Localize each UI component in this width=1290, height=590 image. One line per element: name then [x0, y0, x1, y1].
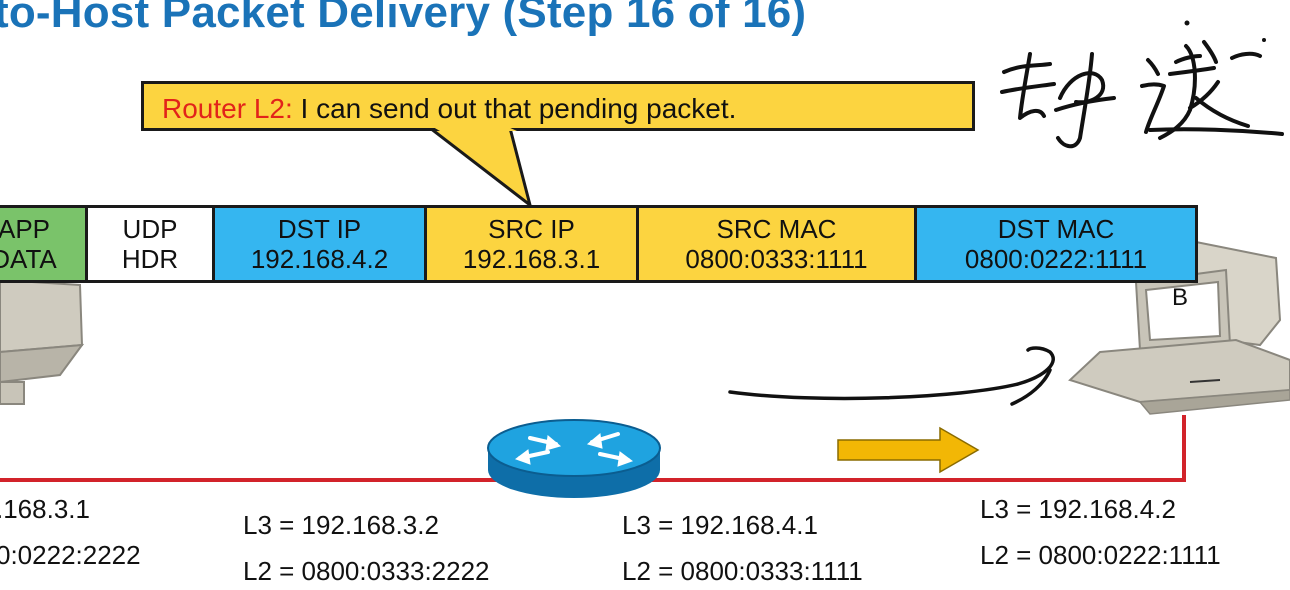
- field-name: DST MAC: [997, 214, 1115, 244]
- field-name: SRC MAC: [716, 214, 837, 244]
- packet-header-bar: APP DATA UDP HDR DST IP 192.168.4.2 SRC …: [0, 205, 1198, 283]
- host-b-label: B: [1172, 284, 1189, 311]
- field-value: 0800:0222:1111: [964, 244, 1148, 274]
- packet-field-dst-mac: DST MAC 0800:0222:1111: [917, 208, 1195, 280]
- speech-callout: Router L2: I can send out that pending p…: [141, 81, 975, 131]
- host-a-l3-address: .168.3.1: [0, 494, 90, 524]
- field-value: HDR: [121, 244, 179, 274]
- field-name: DST IP: [277, 214, 362, 244]
- host-b-l3-address: L3 = 192.168.4.2: [980, 494, 1176, 524]
- router-right-l3-address: L3 = 192.168.4.1: [622, 510, 818, 540]
- callout-message: I can send out that pending packet.: [300, 93, 737, 124]
- field-name: APP: [0, 214, 51, 244]
- field-value: 192.168.4.2: [250, 244, 389, 274]
- field-name: UDP: [122, 214, 178, 244]
- network-link: [0, 415, 1186, 482]
- packet-field-dst-ip: DST IP 192.168.4.2: [215, 208, 427, 280]
- page-title: to-Host Packet Delivery (Step 16 of 16): [0, 0, 807, 37]
- host-a-computer: [0, 278, 85, 405]
- packet-field-app-data: APP DATA: [0, 208, 88, 280]
- host-b-l2-address: L2 = 0800:0222:1111: [980, 540, 1221, 570]
- callout-speaker: Router L2:: [162, 93, 293, 124]
- packet-field-udp-hdr: UDP HDR: [88, 208, 215, 280]
- packet-field-src-mac: SRC MAC 0800:0333:1111: [639, 208, 917, 280]
- host-a-l2-address: 0:0222:2222: [0, 540, 141, 570]
- router-left-l3-address: L3 = 192.168.3.2: [243, 510, 439, 540]
- handwritten-stroke: [728, 346, 1055, 406]
- packet-field-src-ip: SRC IP 192.168.3.1: [427, 208, 639, 280]
- direction-arrow: [837, 426, 980, 474]
- field-name: SRC IP: [488, 214, 575, 244]
- field-value: 0800:0333:1111: [685, 244, 868, 274]
- router-right-l2-address: L2 = 0800:0333:1111: [622, 556, 863, 586]
- router-left-l2-address: L2 = 0800:0333:2222: [243, 556, 490, 586]
- field-value: 192.168.3.1: [462, 244, 601, 274]
- host-b-computer: [1068, 238, 1290, 415]
- callout-text: Router L2: I can send out that pending p…: [162, 93, 736, 125]
- field-value: DATA: [0, 244, 57, 274]
- router-icon: [487, 419, 661, 498]
